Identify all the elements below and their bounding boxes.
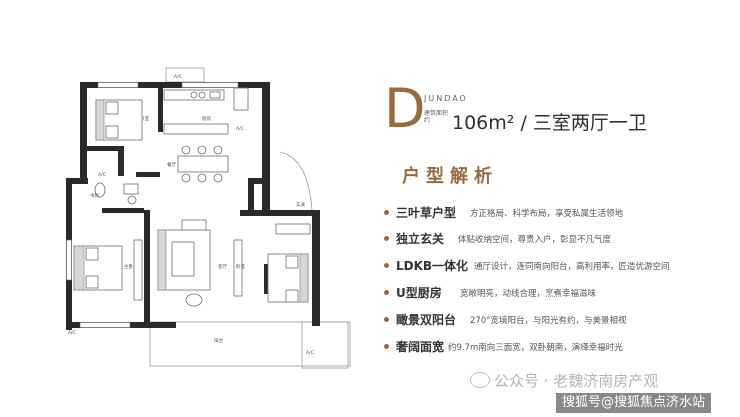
bullet-dot (384, 263, 389, 268)
unit-area: 106m² / 三室两厅一卫 (452, 108, 647, 135)
room-label-entry: 玄关 (296, 201, 306, 208)
bullet-dot (384, 236, 389, 241)
feature-desc: 方正格局、科学布局，享受私属生活领地 (470, 209, 624, 219)
room-label-study: 书房 (90, 192, 100, 199)
ac-marker: A/C (306, 350, 314, 356)
bed-master (73, 239, 143, 301)
ac-marker: A/C (98, 172, 106, 178)
feature-title: 独立玄关 (396, 232, 445, 246)
feature-desc: 宽敞明亮，动线合理，烹煮幸福滋味 (460, 289, 597, 299)
bullet-dot (384, 344, 389, 349)
unit-letter: D (384, 77, 426, 140)
bed-right-bedroom (267, 223, 311, 303)
windows (66, 82, 239, 328)
ac-marker: A/C (68, 330, 76, 336)
room-label-bedroom-right: 卧室 (236, 263, 246, 270)
bathroom-fixtures (94, 182, 139, 205)
room-label-bedroom-top: 卧室 (140, 115, 150, 122)
feature-title: 奢阔面宽 (396, 340, 445, 354)
room-label-dining: 餐厅 (167, 161, 177, 168)
feature-title: 瞰景双阳台 (396, 313, 457, 327)
wechat-watermark-text: 公众号 · 老魏济南房产观 (494, 372, 659, 390)
dining-table (177, 145, 229, 183)
unit-header: D JUNDAO 建筑面积约 106m² / 三室两厅一卫 (384, 77, 724, 140)
feature-title: LDKB一体化 (396, 259, 469, 273)
wechat-watermark: 公众号 · 老魏济南房产观 (470, 370, 658, 391)
layout-type: / 三室两厅一卫 (520, 112, 647, 134)
feature-title: U型厨房 (396, 286, 442, 300)
feature-desc: 通厅设计，连同南向阳台，高利用率，匠造优游空间 (474, 262, 670, 272)
bullet-dot (384, 317, 389, 322)
area-value: 106m² (452, 112, 515, 134)
feature-desc: 270°宽境阳台，与阳光有约，与美景相视 (470, 316, 627, 326)
bed-top-bedroom (95, 99, 143, 141)
living-room-furniture (157, 219, 243, 307)
feature-title: 三叶草户型 (396, 206, 457, 220)
feature-desc: 约9.7m南向三面宽，双卧朝南，演绎幸福时光 (448, 343, 623, 353)
room-label-kitchen: 厨房 (202, 115, 212, 122)
floor-plan: 卧室 厨房 餐厅 书房 玄关 主卧 客厅 卧室 阳台 A/C A/C A/C A… (66, 67, 351, 369)
room-label-living: 客厅 (218, 263, 228, 270)
section-title: 户型解析 (402, 166, 498, 187)
ac-marker: A/C (174, 74, 182, 80)
wechat-icon (470, 372, 490, 388)
ac-marker: A/C (236, 126, 244, 132)
kitchen-counter (163, 87, 249, 135)
bullet-dot (384, 210, 389, 215)
bullet-dot (384, 290, 389, 295)
area-label: 建筑面积约 (424, 110, 449, 124)
sohu-watermark: 搜狐号@搜狐焦点济水站 (556, 393, 712, 413)
room-label-balcony: 阳台 (214, 337, 224, 344)
room-label-master: 主卧 (124, 263, 134, 270)
unit-english-name: JUNDAO (424, 94, 468, 103)
feature-desc: 体贴收纳空间，尊贵入户，彰显不凡气度 (458, 235, 612, 245)
